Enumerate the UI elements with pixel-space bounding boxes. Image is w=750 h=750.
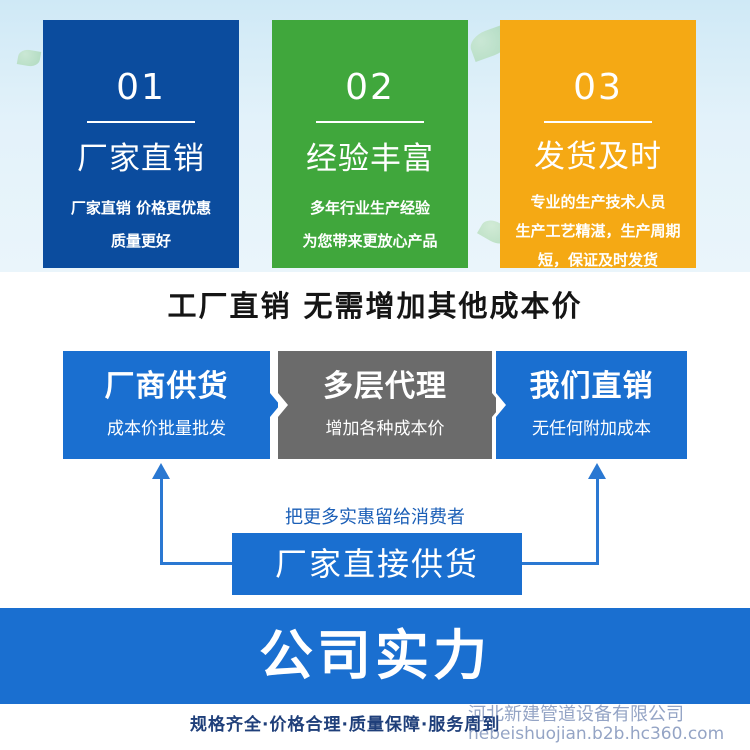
card-number: 02 — [345, 67, 395, 108]
feature-card-experience: 02 经验丰富 多年行业生产经验 为您带来更放心产品 — [272, 20, 468, 268]
arrow-line-right — [596, 478, 599, 564]
feature-banner: 01 厂家直销 厂家直销 价格更优惠 质量更好 02 经验丰富 多年行业生产经验… — [0, 0, 750, 272]
chain-box-agents: 多层代理 增加各种成本价 — [278, 351, 492, 459]
chain-arrow-notch — [278, 393, 288, 417]
watermark-url: hebeishuojian.b2b.hc360.com — [468, 724, 725, 744]
card-description-line: 专业的生产技术人员 — [530, 193, 666, 211]
section-title: 公司实力 — [259, 623, 491, 687]
direct-supply-box: 厂家直接供货 — [232, 533, 522, 595]
card-number: 03 — [573, 67, 623, 108]
arrow-up-icon — [152, 463, 170, 479]
card-divider — [87, 121, 195, 123]
chain-box-subtitle: 无任何附加成本 — [532, 419, 651, 439]
chain-arrow-tip — [270, 393, 280, 417]
chain-box-title: 厂商供货 — [104, 369, 229, 404]
arrow-up-icon — [588, 463, 606, 479]
tagline-text: 规格齐全·价格合理·质量保障·服务周到 — [190, 715, 501, 735]
card-description-line: 为您带来更放心产品 — [302, 232, 438, 250]
chain-box-subtitle: 增加各种成本价 — [325, 419, 445, 439]
card-description: 多年行业生产经验 为您带来更放心产品 — [276, 192, 464, 258]
card-divider — [544, 121, 652, 123]
card-title: 经验丰富 — [306, 141, 434, 177]
card-description-line: 厂家直销 价格更优惠 — [70, 199, 212, 217]
chain-box-subtitle: 成本价批量批发 — [107, 419, 226, 439]
card-description-line: 短，保证及时发货 — [537, 251, 658, 269]
feature-card-fast-delivery: 03 发货及时 专业的生产技术人员 生产工艺精湛，生产周期 短，保证及时发货 — [500, 20, 696, 269]
card-title: 发货及时 — [534, 139, 662, 175]
benefit-text: 把更多实惠留给消费者 — [285, 507, 465, 528]
chain-box-title: 我们直销 — [529, 369, 654, 404]
chain-box-direct-sales: 我们直销 无任何附加成本 — [496, 351, 687, 459]
chain-arrow-notch — [496, 393, 506, 417]
feature-card-factory-direct: 01 厂家直销 厂家直销 价格更优惠 质量更好 — [43, 20, 239, 268]
headline: 工厂直销 无需增加其他成本价 — [167, 289, 583, 323]
card-title: 厂家直销 — [77, 141, 205, 177]
chain-box-title: 多层代理 — [323, 369, 447, 404]
arrow-line-left — [160, 478, 163, 564]
chain-box-manufacturer: 厂商供货 成本价批量批发 — [63, 351, 270, 459]
card-description-line: 多年行业生产经验 — [309, 199, 430, 217]
card-description: 专业的生产技术人员 生产工艺精湛，生产周期 短，保证及时发货 — [504, 188, 692, 272]
card-divider — [316, 121, 424, 123]
card-number: 01 — [116, 67, 166, 108]
watermark-company: 河北新建管道设备有限公司 — [468, 704, 684, 725]
card-description: 厂家直销 价格更优惠 质量更好 — [47, 192, 235, 258]
leaf-decoration — [16, 48, 42, 68]
card-description-line: 质量更好 — [110, 232, 171, 250]
arrow-line-right-horizontal — [522, 562, 599, 565]
card-description-line: 生产工艺精湛，生产周期 — [515, 222, 681, 240]
arrow-line-left-horizontal — [160, 562, 232, 565]
tagline-bar — [0, 704, 750, 750]
